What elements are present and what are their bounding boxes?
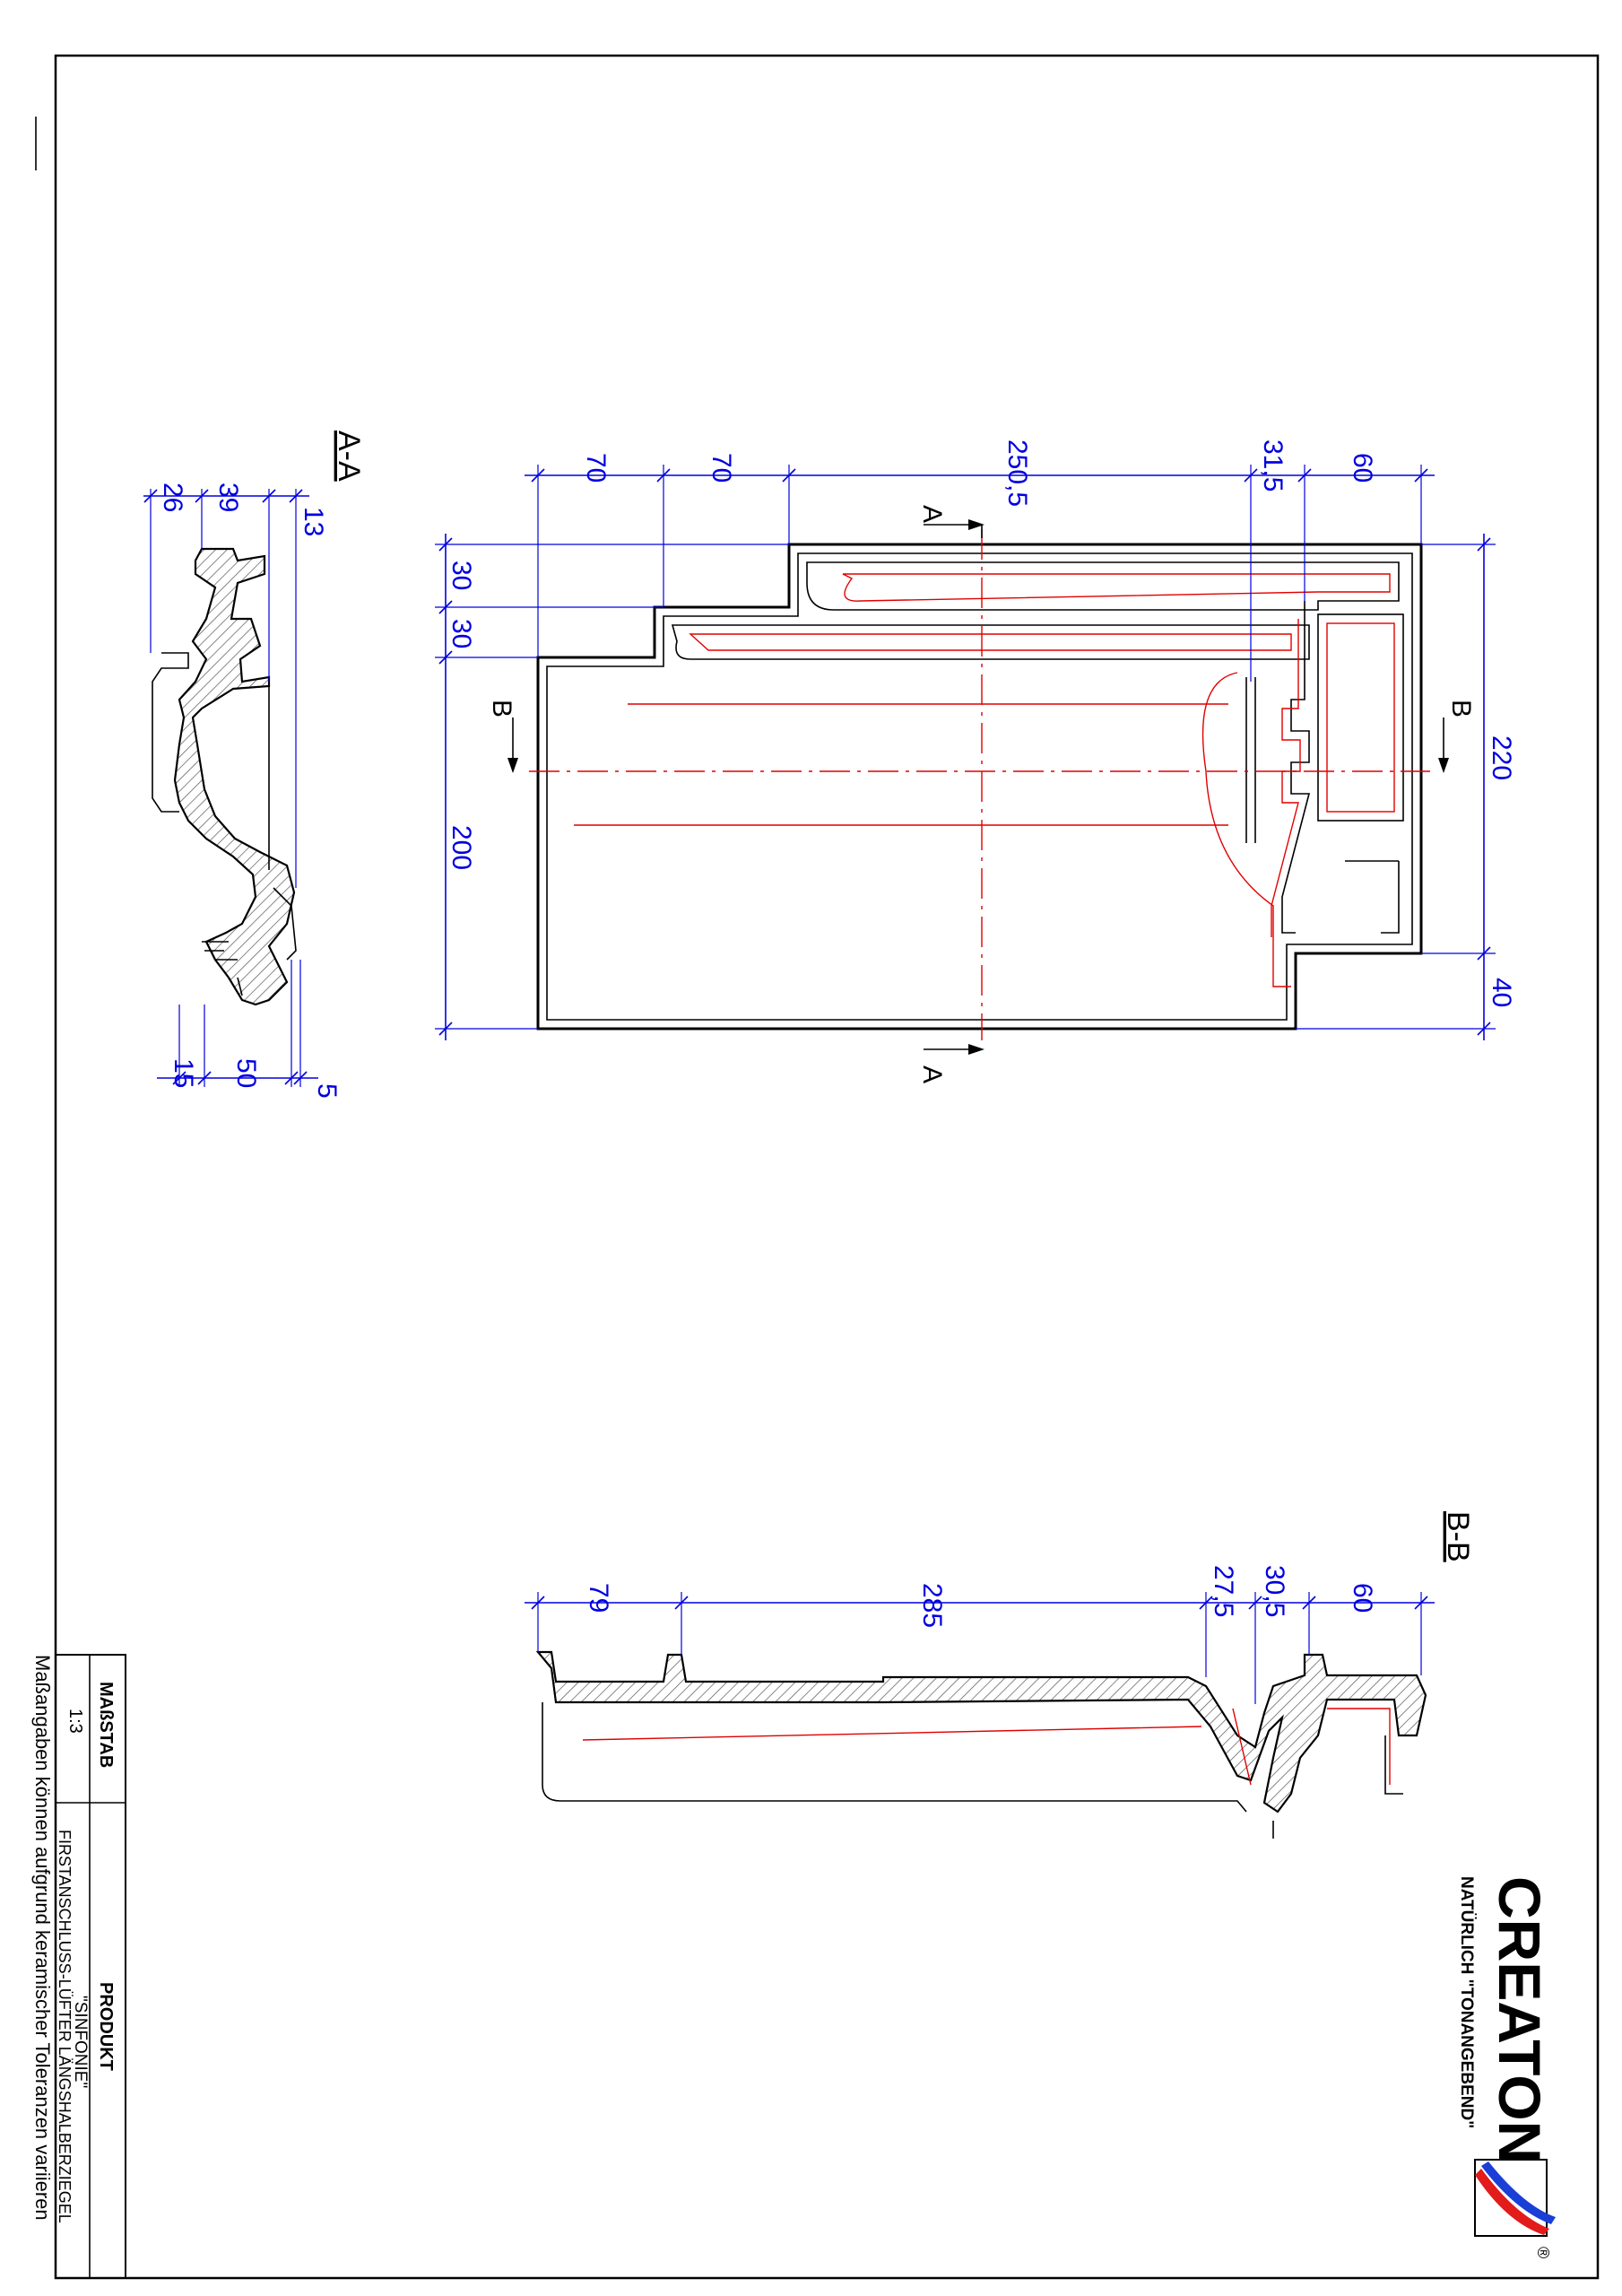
dim-right-40: 40 [1487, 978, 1516, 1007]
title-block: MAßSTAB 1:3 PRODUKT "SINFONIE" FIRSTANSC… [31, 1654, 126, 2279]
section-aa-fins [202, 941, 243, 996]
section-bb-surface-line [582, 1726, 1202, 1741]
dim-aa-13: 13 [299, 507, 328, 536]
product-label: PRODUKT [96, 1982, 116, 2071]
lap-channel-red [842, 573, 1391, 602]
sheet-border [54, 54, 1600, 2280]
ridge-notch [1381, 861, 1400, 934]
dim-top-60: 60 [1348, 453, 1377, 483]
logo-registered: ® [1534, 2247, 1552, 2258]
tolerance-note: Maßangaben können aufgrund keramischer T… [31, 1655, 54, 2221]
section-bb: B-B [535, 1511, 1475, 1839]
section-aa-outer [152, 652, 297, 961]
headlap-curve-red [1201, 672, 1291, 987]
dim-bb-79: 79 [584, 1583, 613, 1613]
product-name: "SINFONIE" [71, 1996, 90, 2088]
scale-value: 1:3 [65, 1709, 85, 1734]
dim-aa-50: 50 [231, 1058, 261, 1088]
svg-text:B: B [487, 700, 516, 718]
logo-tagline: NATÜRLICH "TONANGEBEND" [1457, 1876, 1476, 2128]
dim-left-30a: 30 [447, 561, 476, 590]
logo-brand: CREATON [1487, 1876, 1553, 2163]
dim-aa-39: 39 [213, 483, 243, 512]
logo-swoosh-red [1475, 2169, 1549, 2235]
ridge-rib-box-red [1326, 622, 1395, 813]
top-view-inner-outline [546, 552, 1413, 1021]
section-bb-profile [535, 1650, 1427, 1813]
dim-top-70b: 70 [707, 453, 736, 483]
dim-bb-30: 30,5 [1260, 1565, 1289, 1617]
top-view-dims-right: 220 40 [1296, 534, 1516, 1040]
section-marker-a-bottom: A [917, 1044, 984, 1083]
top-view-outline [536, 543, 1423, 1031]
section-bb-red-detail [1232, 1708, 1391, 1786]
dim-left-200: 200 [447, 825, 476, 870]
section-marker-a-top: A [917, 505, 984, 530]
svg-text:A: A [917, 505, 947, 523]
section-bb-title: B-B [1441, 1511, 1475, 1562]
scale-label: MAßSTAB [96, 1682, 116, 1768]
logo-box [1474, 2159, 1548, 2237]
section-marker-b-left: B [487, 700, 518, 773]
dim-top-70a: 70 [581, 453, 611, 483]
dim-bb-60: 60 [1348, 1583, 1377, 1613]
dim-left-30b: 30 [447, 619, 476, 648]
dim-top-31: 31,5 [1258, 439, 1288, 491]
lap-channel-lower [671, 624, 1310, 660]
lap-channel-lower-red [689, 633, 1292, 651]
top-view-dims-left: 30 30 200 [435, 534, 789, 1040]
dim-bb-27: 27,5 [1209, 1565, 1238, 1617]
dim-right-220: 220 [1487, 735, 1516, 780]
dim-bb-285: 285 [917, 1583, 947, 1628]
dim-aa-5: 5 [312, 1083, 342, 1099]
product-desc: FIRSTANSCHLUSS-LÜFTER LÄNGSHALBERZIEGEL [56, 1830, 74, 2223]
dim-aa-15: 15 [169, 1058, 198, 1088]
interlock-profile-red [1271, 619, 1301, 937]
top-view [529, 525, 1430, 1040]
section-aa-dims-bottom: 15 50 5 [157, 960, 342, 1099]
dim-aa-26: 26 [158, 483, 187, 512]
logo-swoosh-blue [1481, 2161, 1556, 2224]
ridge-rib-box [1317, 613, 1404, 822]
section-bb-dims: 79 285 27,5 30,5 60 [525, 1565, 1435, 1704]
top-view-dims-top: 70 70 250,5 31,5 60 [525, 439, 1435, 682]
lap-channel [806, 561, 1400, 611]
svg-text:B: B [1446, 700, 1476, 718]
svg-text:A: A [917, 1065, 947, 1083]
creaton-logo: CREATON NATÜRLICH "TONANGEBEND" ® [1457, 1876, 1556, 2258]
dim-top-250: 250,5 [1002, 439, 1032, 507]
section-marker-b-right: B [1438, 700, 1476, 773]
section-aa: A-A [152, 430, 366, 1006]
section-bb-underside [542, 1702, 1403, 1839]
section-aa-title: A-A [332, 430, 366, 482]
section-aa-profile [173, 547, 296, 1006]
section-aa-dims-top: 26 39 13 [143, 483, 328, 888]
